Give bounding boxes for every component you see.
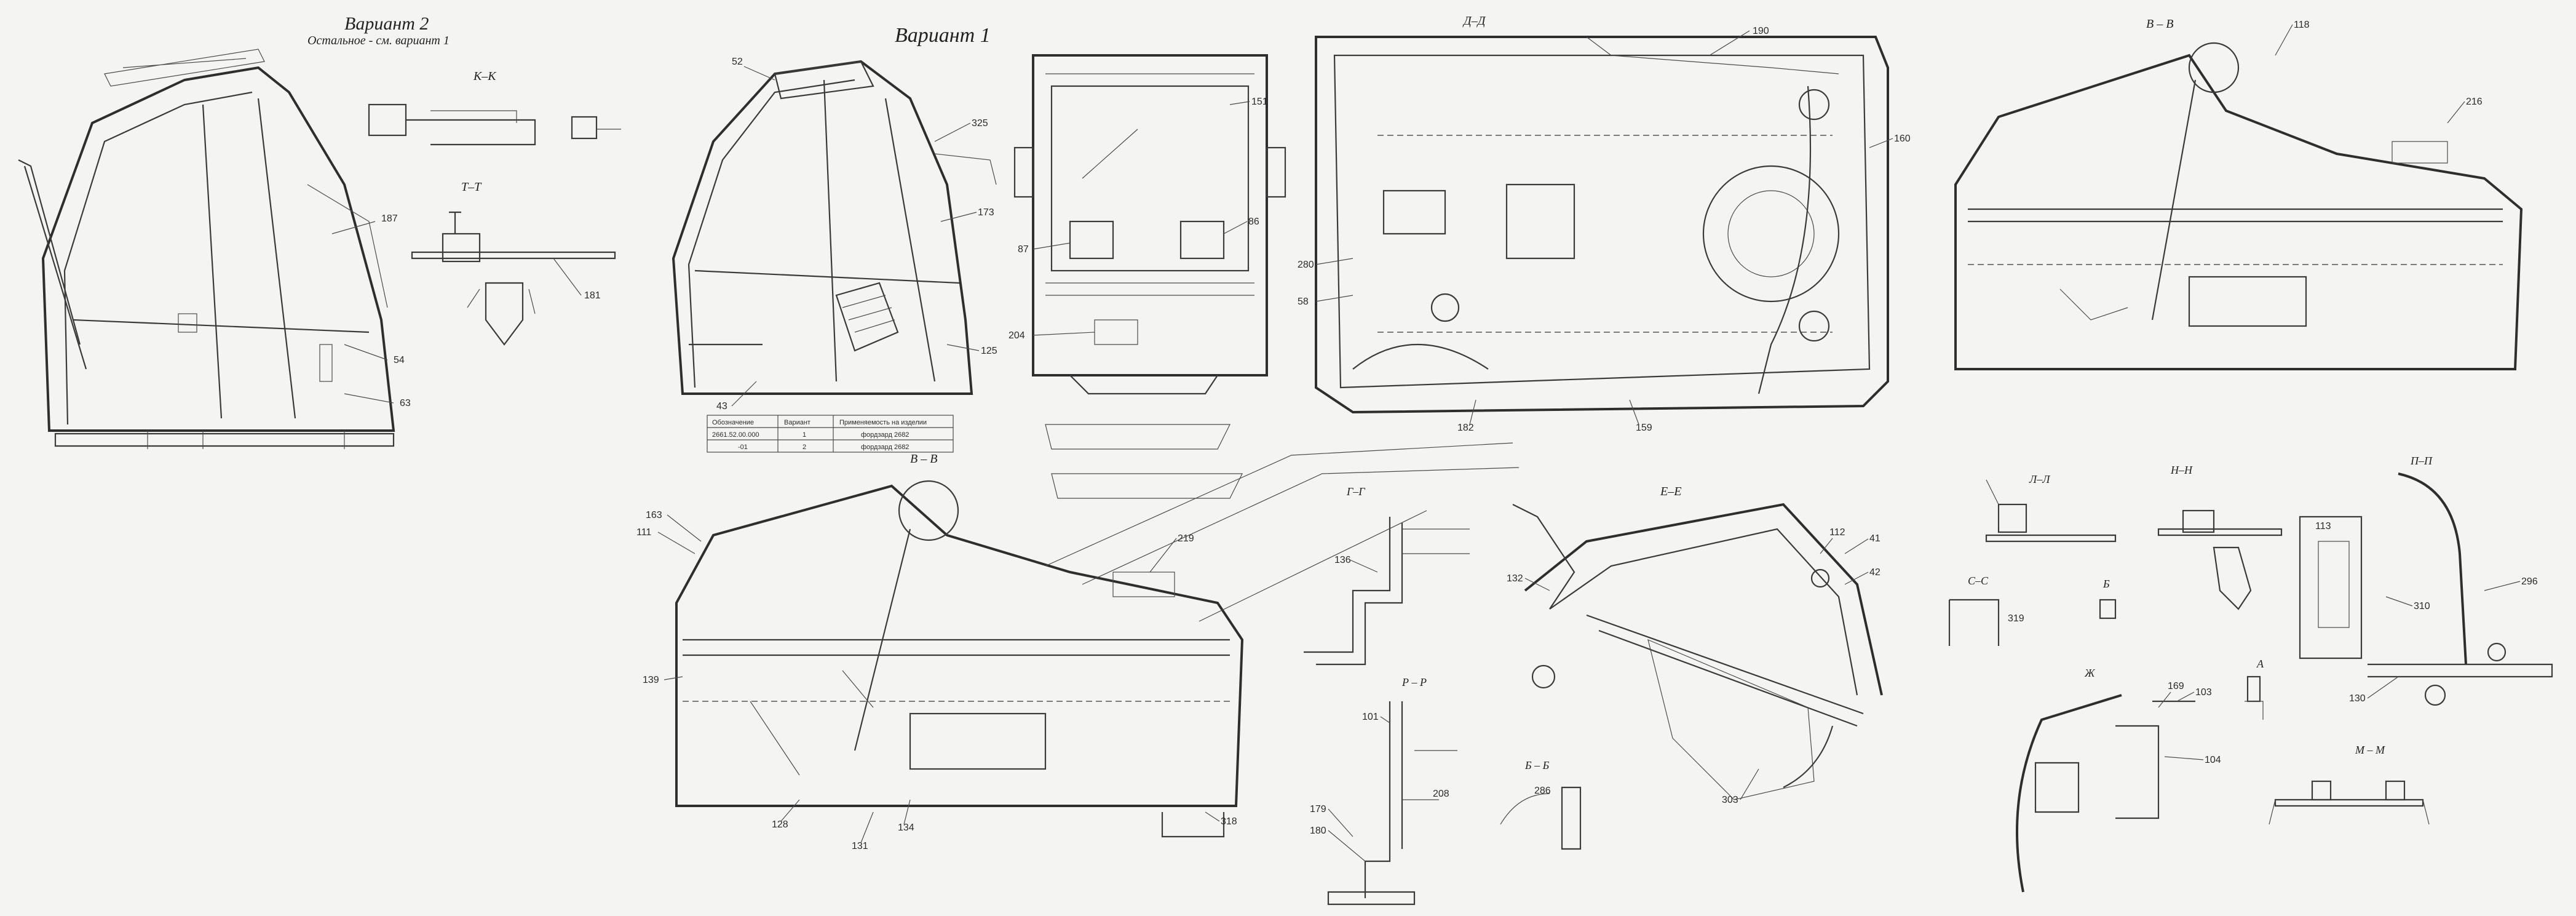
- leader-280: 280: [1298, 260, 1314, 270]
- leader-296: 296: [2521, 576, 2538, 587]
- leader-128: 128: [772, 819, 788, 830]
- leader-159: 159: [1636, 423, 1652, 433]
- leader-286: 286: [1534, 786, 1551, 796]
- view-label-rr: Р – Р: [1401, 676, 1427, 688]
- table-cell: фордзард 2682: [861, 444, 909, 451]
- leader-63: 63: [400, 398, 411, 408]
- leader-319: 319: [2008, 613, 2024, 624]
- front-view: 86 87 151 204: [1009, 54, 1286, 395]
- variant1-title: Вариант 1: [895, 24, 991, 47]
- leader-219: 219: [1178, 533, 1194, 544]
- leader-163: 163: [646, 510, 662, 520]
- view-label-vv-mid: В – В: [910, 452, 937, 466]
- view-label-a: А: [2256, 658, 2264, 670]
- leader-86: 86: [1248, 217, 1259, 227]
- view-label-gg: Г–Г: [1346, 485, 1365, 498]
- variant2-cab-view: Вариант 2 Остальное - см. вариант 1 187 …: [18, 14, 450, 449]
- leader-182: 182: [1457, 423, 1474, 433]
- view-label-pp: П–П: [2410, 455, 2433, 467]
- section-vv-top: В – В 118 216: [1954, 17, 2523, 370]
- leader-104: 104: [2205, 755, 2221, 765]
- leader-131: 131: [852, 841, 868, 851]
- leader-204: 204: [1009, 330, 1025, 341]
- leader-187: 187: [381, 213, 398, 224]
- section-zh: Ж 104 103 169: [2016, 667, 2221, 893]
- section-a: А: [2245, 658, 2264, 720]
- leader-303: 303: [1722, 795, 1738, 805]
- leader-lines: [1045, 424, 1520, 622]
- view-label-mm: М – М: [2355, 744, 2385, 756]
- table-header-designation: Обозначение: [712, 419, 754, 426]
- variant2-title: Вариант 2: [344, 14, 429, 34]
- section-ll: Л–Л: [1985, 473, 2117, 543]
- leader-113: 113: [2315, 521, 2331, 532]
- view-label-tt: Т–Т: [461, 180, 482, 194]
- leader-87: 87: [1018, 244, 1029, 255]
- view-label-ll: Л–Л: [2029, 473, 2051, 485]
- section-dd-plan: Д–Д 190 160 280 58 182 159: [1298, 14, 1911, 433]
- leader-52: 52: [732, 57, 743, 67]
- leader-125: 125: [981, 346, 997, 356]
- section-pp: П–П 113 296 310 130: [2299, 455, 2553, 706]
- view-label-ss: С–С: [1968, 575, 1989, 587]
- table-cell: 2661.52.00.000: [712, 431, 759, 439]
- designation-table: Обозначение Вариант Применяемость на изд…: [707, 415, 954, 453]
- leader-180: 180: [1310, 826, 1326, 836]
- leader-101: 101: [1362, 712, 1379, 722]
- leader-118: 118: [2294, 20, 2310, 30]
- table-cell: фордзард 2682: [861, 431, 909, 439]
- leader-179: 179: [1310, 804, 1326, 814]
- leader-151: 151: [1251, 97, 1268, 107]
- leader-103: 103: [2195, 687, 2212, 698]
- leader-130: 130: [2349, 693, 2366, 704]
- leader-310: 310: [2414, 601, 2430, 611]
- leader-181: 181: [584, 290, 601, 301]
- leader-58: 58: [1298, 297, 1309, 307]
- view-label-b: Б: [2102, 578, 2110, 590]
- leader-132: 132: [1507, 573, 1523, 584]
- leader-41: 41: [1869, 533, 1880, 544]
- view-label-ee: Е–Е: [1660, 485, 1681, 498]
- view-label-vv-top: В – В: [2146, 17, 2173, 31]
- section-vv-mid: В – В 219 111 163 139 128 131 134 318: [636, 452, 1244, 851]
- leader-160: 160: [1894, 133, 1911, 144]
- table-header-usage: Применяемость на изделии: [839, 419, 927, 426]
- leader-136: 136: [1334, 555, 1351, 565]
- section-b: Б: [2099, 578, 2117, 619]
- table-header-variant: Вариант: [784, 419, 810, 426]
- table-cell: -01: [738, 444, 748, 451]
- leader-43: 43: [716, 401, 727, 412]
- section-mm: М – М: [2269, 744, 2430, 825]
- leader-112: 112: [1829, 527, 1845, 538]
- leader-42: 42: [1869, 567, 1880, 578]
- leader-325: 325: [972, 118, 988, 129]
- section-nn: Н–Н: [2157, 464, 2283, 610]
- leader-134: 134: [898, 822, 914, 833]
- table-cell: 1: [803, 431, 806, 439]
- view-label-kk: К–К: [473, 70, 497, 83]
- leader-216: 216: [2466, 97, 2483, 107]
- section-kk-tt: К–К Т–Т 181: [368, 70, 621, 346]
- leader-111: 111: [636, 527, 651, 538]
- section-bb: Б – Б 286: [1500, 759, 1582, 850]
- leader-318: 318: [1221, 816, 1237, 827]
- variant2-note: Остальное - см. вариант 1: [307, 34, 450, 47]
- variant1-cab-view: Вариант 1 52 43 325 173 125 Обозначение …: [672, 24, 997, 453]
- view-label-nn: Н–Н: [2170, 464, 2193, 476]
- leader-139: 139: [643, 675, 659, 685]
- leader-208: 208: [1433, 789, 1449, 799]
- leader-54: 54: [394, 355, 405, 365]
- section-gg-rr: Г–Г 136 Р – Р 208 179 180 101: [1304, 485, 1470, 906]
- leader-190: 190: [1753, 26, 1769, 36]
- view-label-bb: Б – Б: [1524, 759, 1550, 771]
- leader-169: 169: [2168, 681, 2184, 691]
- table-cell: 2: [803, 444, 806, 451]
- view-label-zh: Ж: [2084, 667, 2096, 679]
- section-ss: С–С 319: [1948, 575, 2024, 646]
- leader-173: 173: [978, 207, 994, 218]
- section-ee: Е–Е 132 41 42 112 303: [1507, 485, 1883, 805]
- view-label-dd: Д–Д: [1462, 14, 1486, 28]
